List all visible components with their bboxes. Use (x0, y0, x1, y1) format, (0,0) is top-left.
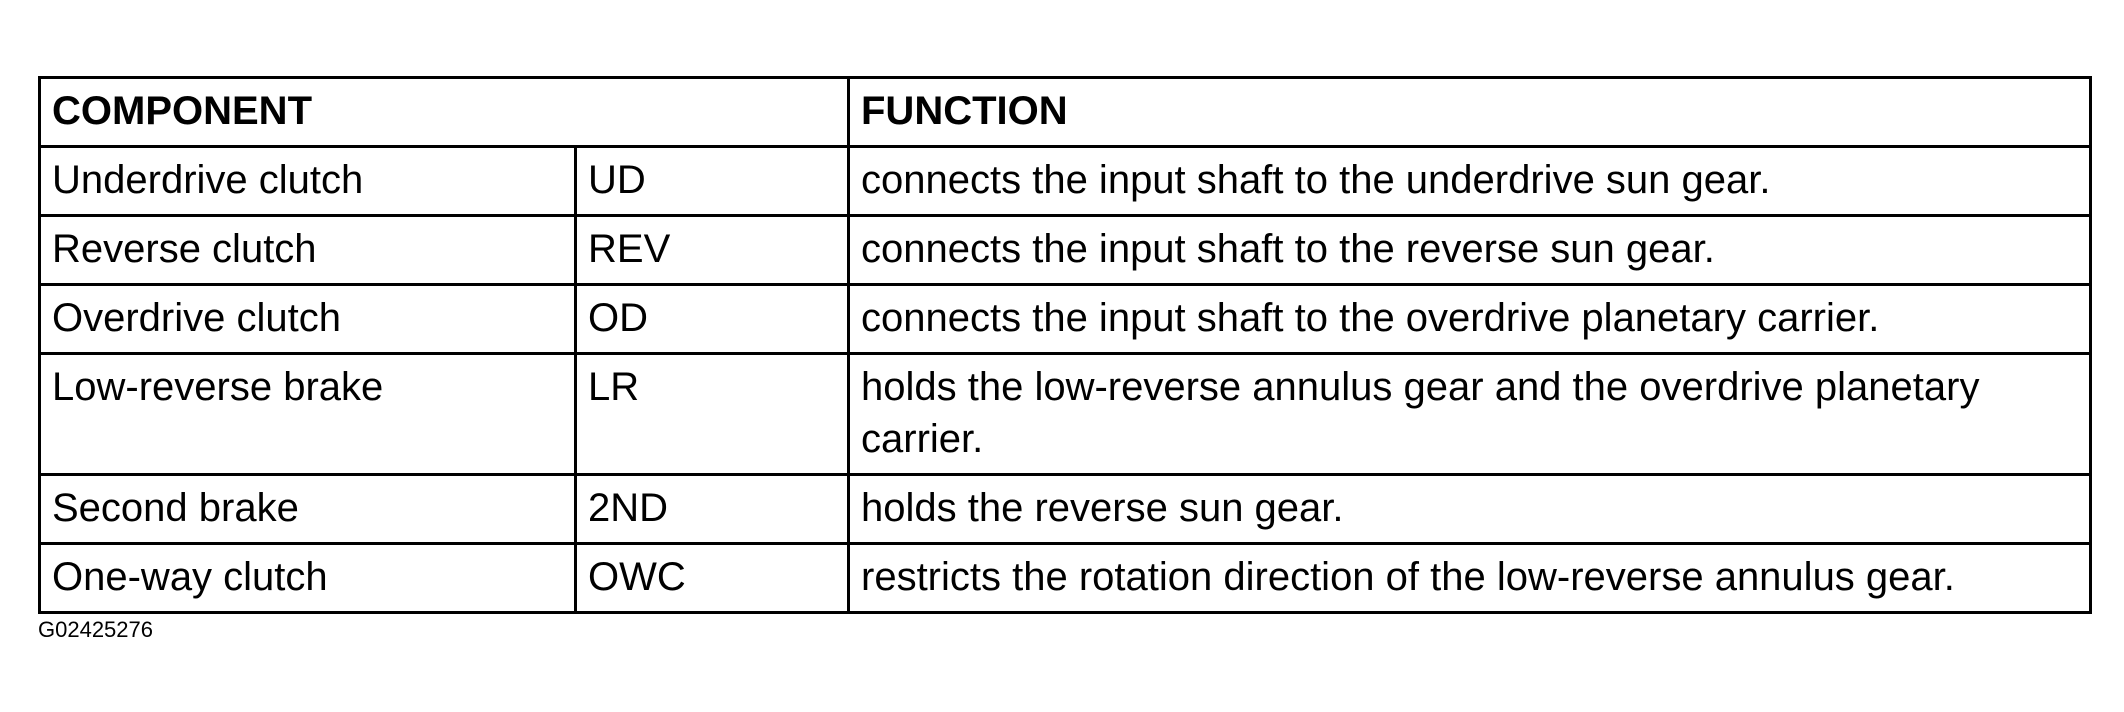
table-row: Underdrive clutch UD connects the input … (38, 145, 2092, 217)
table-row: Low-reverse brake LR holds the low-rever… (38, 352, 2092, 476)
table-row: Overdrive clutch OD connects the input s… (38, 283, 2092, 355)
component-abbr-cell: UD (574, 145, 850, 217)
header-function: FUNCTION (847, 76, 2092, 148)
component-name-cell: Low-reverse brake (38, 352, 577, 476)
component-function-cell: connects the input shaft to the underdri… (847, 145, 2092, 217)
component-function-cell: holds the low-reverse annulus gear and t… (847, 352, 2092, 476)
component-function-cell: holds the reverse sun gear. (847, 473, 2092, 545)
component-function-cell: restricts the rotation direction of the … (847, 542, 2092, 614)
component-name-cell: Second brake (38, 473, 577, 545)
table-row: One-way clutch OWC restricts the rotatio… (38, 542, 2092, 614)
table-header-row: COMPONENT FUNCTION (38, 76, 2092, 148)
component-abbr-cell: 2ND (574, 473, 850, 545)
component-function-cell: connects the input shaft to the overdriv… (847, 283, 2092, 355)
component-function-cell: connects the input shaft to the reverse … (847, 214, 2092, 286)
component-abbr-cell: OWC (574, 542, 850, 614)
table-row: Reverse clutch REV connects the input sh… (38, 214, 2092, 286)
header-component: COMPONENT (38, 76, 850, 148)
component-name-cell: Underdrive clutch (38, 145, 577, 217)
figure-id: G02425276 (38, 617, 153, 642)
component-abbr-cell: OD (574, 283, 850, 355)
component-name-cell: Overdrive clutch (38, 283, 577, 355)
component-abbr-cell: REV (574, 214, 850, 286)
component-name-cell: Reverse clutch (38, 214, 577, 286)
component-function-table: COMPONENT FUNCTION Underdrive clutch UD … (38, 76, 2092, 614)
component-abbr-cell: LR (574, 352, 850, 476)
component-name-cell: One-way clutch (38, 542, 577, 614)
table-row: Second brake 2ND holds the reverse sun g… (38, 473, 2092, 545)
